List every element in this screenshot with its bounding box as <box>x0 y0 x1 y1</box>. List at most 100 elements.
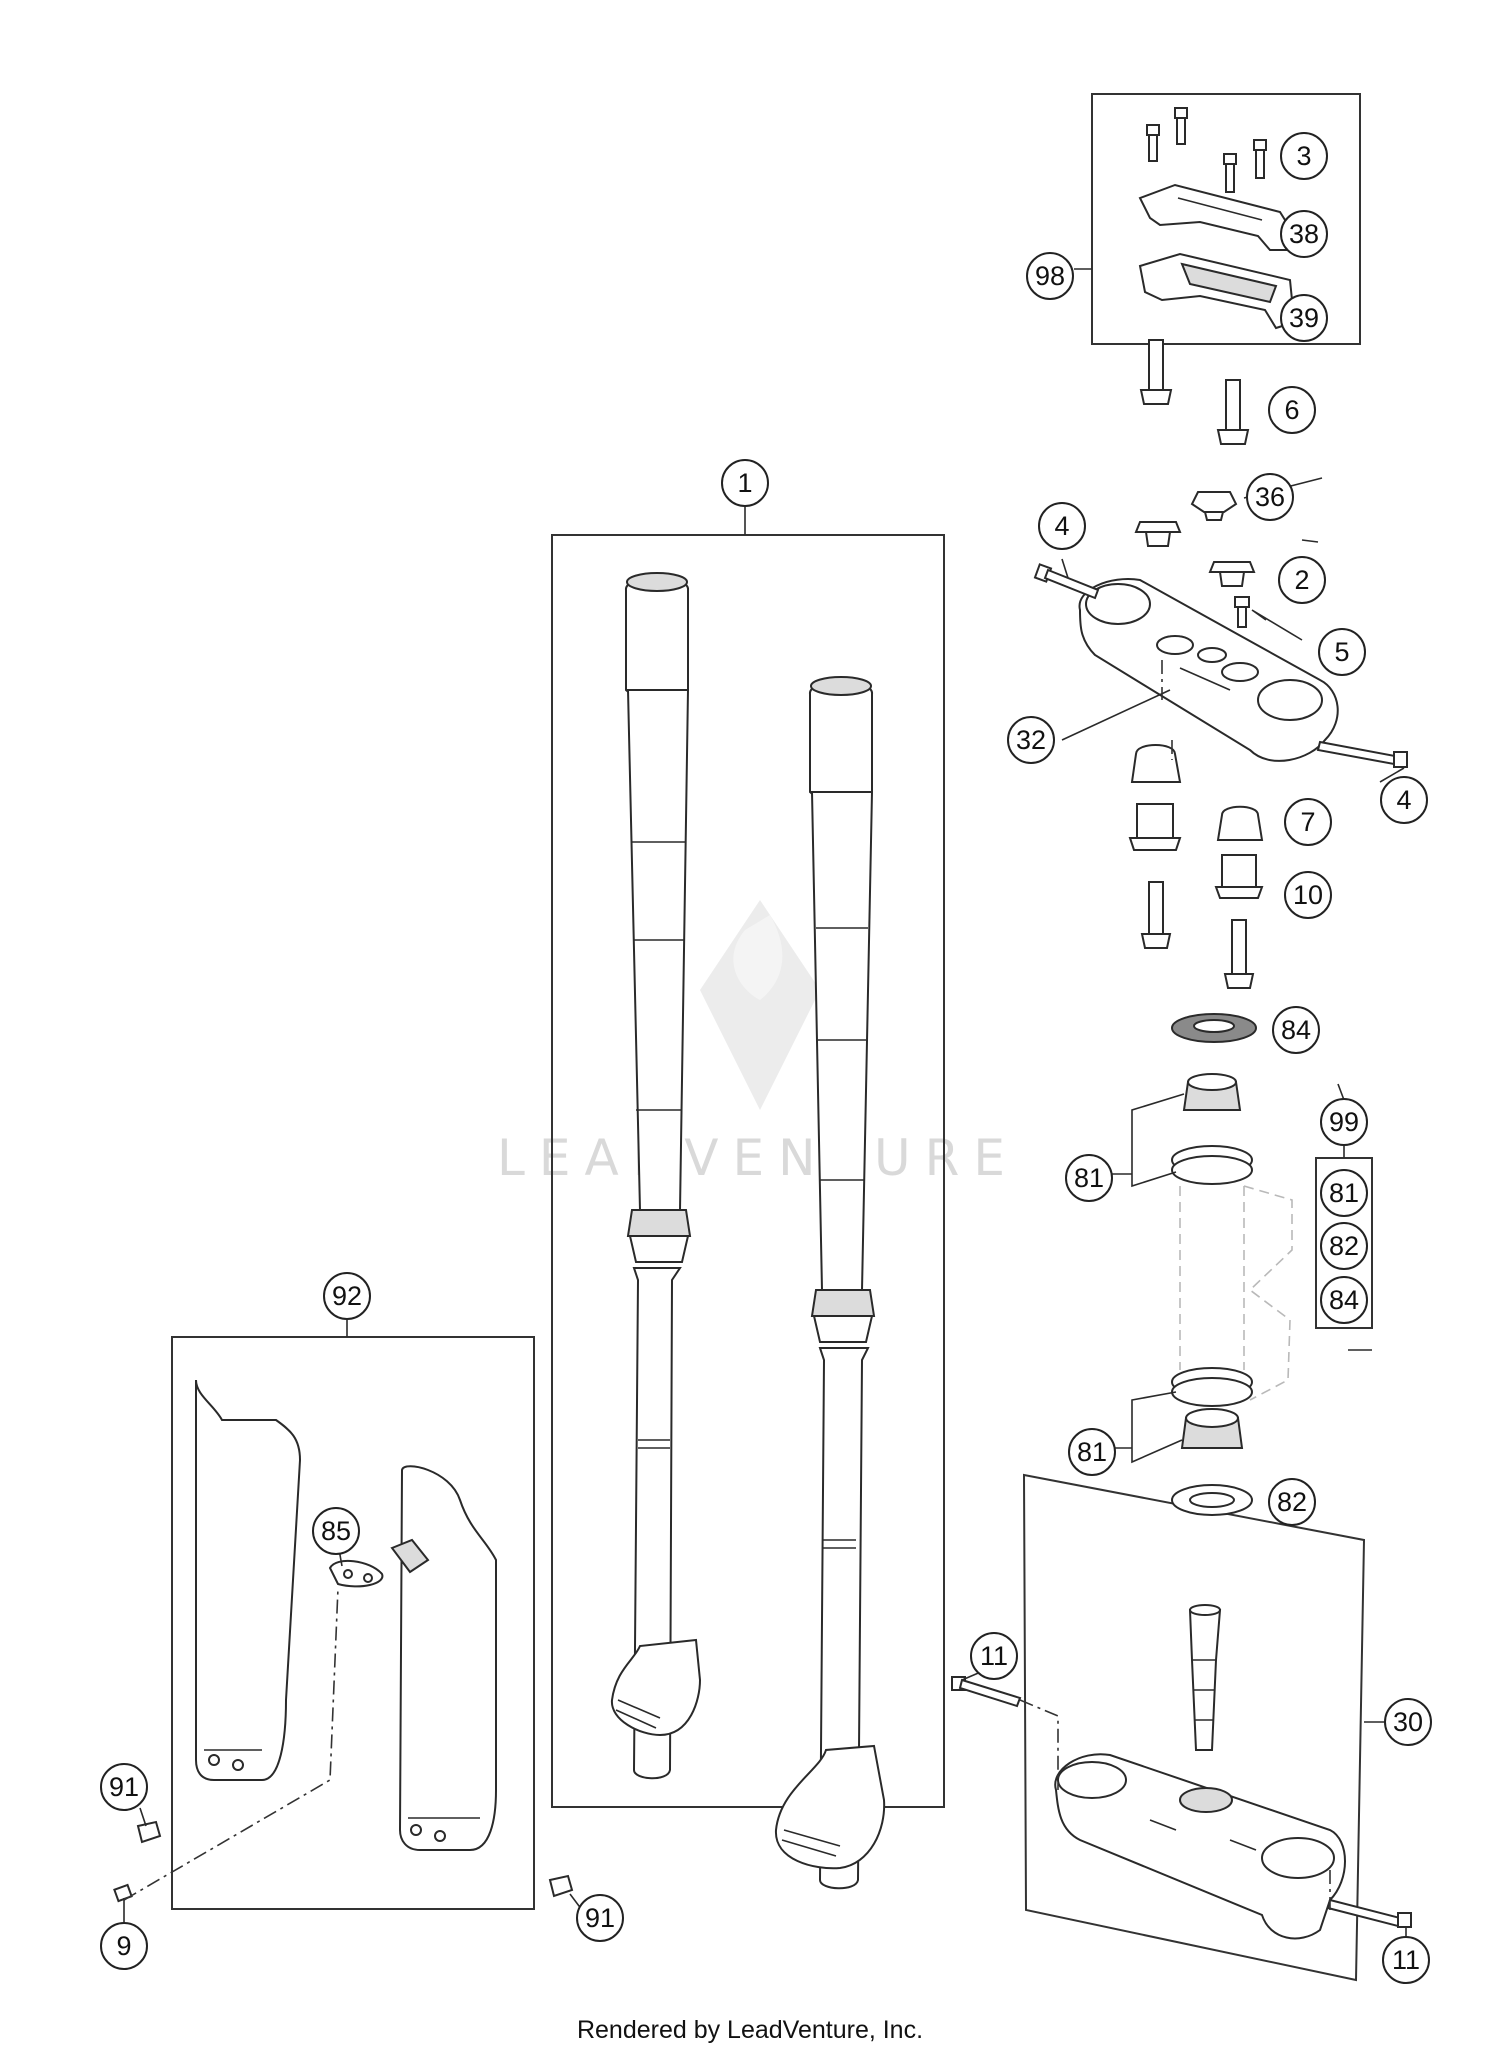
watermark-logo-icon <box>700 900 820 1110</box>
svg-text:1: 1 <box>737 468 752 498</box>
rubber-bushing-10 <box>1128 803 1264 899</box>
screw-5 <box>1234 596 1250 628</box>
callout-11-right[interactable]: 11 <box>1382 1936 1430 1984</box>
callout-2[interactable]: 2 <box>1278 556 1326 604</box>
washer-2a <box>1134 521 1182 547</box>
svg-text:32: 32 <box>1016 725 1046 755</box>
callout-11-left[interactable]: 11 <box>970 1632 1018 1680</box>
steering-head-ghost <box>1179 1185 1293 1401</box>
callout-9[interactable]: 9 <box>100 1922 148 1970</box>
kit-item-82[interactable]: 82 <box>1320 1222 1368 1270</box>
callout-99[interactable]: 99 <box>1320 1098 1368 1146</box>
callout-92[interactable]: 92 <box>323 1272 371 1320</box>
callout-38[interactable]: 38 <box>1280 210 1328 258</box>
washer-2b <box>1208 561 1256 587</box>
fork-guard-right <box>390 1465 497 1851</box>
svg-text:9: 9 <box>116 1931 131 1961</box>
svg-text:38: 38 <box>1289 219 1319 249</box>
callout-32[interactable]: 32 <box>1007 716 1055 764</box>
svg-text:81: 81 <box>1329 1178 1359 1208</box>
render-credit-footer: Rendered by LeadVenture, Inc. <box>576 2016 924 2044</box>
callout-1[interactable]: 1 <box>721 459 769 507</box>
svg-text:82: 82 <box>1329 1231 1359 1261</box>
callout-91-right[interactable]: 91 <box>576 1894 624 1942</box>
svg-text:92: 92 <box>332 1281 362 1311</box>
watermark-flame-icon <box>733 915 783 1000</box>
callout-81-upper[interactable]: 81 <box>1065 1154 1113 1202</box>
svg-text:84: 84 <box>1329 1285 1359 1315</box>
seal-ring-82 <box>1171 1484 1253 1516</box>
svg-text:6: 6 <box>1284 395 1299 425</box>
callout-30[interactable]: 30 <box>1384 1698 1432 1746</box>
svg-text:4: 4 <box>1054 511 1069 541</box>
callout-91-left[interactable]: 91 <box>100 1763 148 1811</box>
svg-text:30: 30 <box>1393 1707 1423 1737</box>
lower-triple-clamp-30 <box>1054 1604 1346 1940</box>
clamp-bolts-6 <box>1139 339 1250 445</box>
guard-screw-9 <box>113 1883 133 1903</box>
svg-text:85: 85 <box>321 1516 351 1546</box>
rubber-bushing-7 <box>1130 744 1264 841</box>
svg-text:36: 36 <box>1255 482 1285 512</box>
fork-guard-kit-box <box>171 1336 535 1910</box>
upper-triple-clamp-32 <box>1078 578 1339 762</box>
svg-text:91: 91 <box>585 1903 615 1933</box>
callout-39[interactable]: 39 <box>1280 294 1328 342</box>
svg-text:5: 5 <box>1334 637 1349 667</box>
callout-82[interactable]: 82 <box>1268 1478 1316 1526</box>
lower-handlebar-clamp-39 <box>1138 252 1297 330</box>
lower-bearing-81 <box>1171 1367 1253 1449</box>
watermark: LEADVENTURE <box>497 900 1019 1187</box>
callout-7[interactable]: 7 <box>1284 798 1332 846</box>
handlebar-bolts <box>1140 881 1255 989</box>
cable-clip-85 <box>328 1559 384 1588</box>
fork-leg-left <box>610 572 702 1780</box>
spacer-91a <box>136 1820 162 1844</box>
fork-guard-left <box>195 1379 302 1781</box>
dust-seal-84 <box>1171 1013 1257 1043</box>
fork-assembly-box <box>551 534 945 1808</box>
upper-handlebar-clamp-38 <box>1138 183 1292 251</box>
callout-3[interactable]: 3 <box>1280 132 1328 180</box>
watermark-text: LEADVENTURE <box>497 1129 1019 1187</box>
kit-item-84[interactable]: 84 <box>1320 1276 1368 1324</box>
triple-clamp-box <box>1022 1473 1366 1982</box>
svg-text:11: 11 <box>1392 1945 1420 1975</box>
svg-text:2: 2 <box>1294 565 1309 595</box>
callout-36[interactable]: 36 <box>1246 473 1294 521</box>
svg-text:91: 91 <box>109 1772 139 1802</box>
svg-text:81: 81 <box>1074 1163 1104 1193</box>
fork-leg-right <box>774 676 886 1890</box>
callout-4-right[interactable]: 4 <box>1380 776 1428 824</box>
pinch-bolt-11b <box>1326 1898 1412 1928</box>
callout-84[interactable]: 84 <box>1272 1006 1320 1054</box>
callout-6[interactable]: 6 <box>1268 386 1316 434</box>
svg-text:4: 4 <box>1396 785 1411 815</box>
svg-text:7: 7 <box>1300 807 1315 837</box>
callout-5[interactable]: 5 <box>1318 628 1366 676</box>
svg-text:82: 82 <box>1277 1487 1307 1517</box>
upper-bearing-81 <box>1171 1073 1253 1185</box>
callout-98[interactable]: 98 <box>1026 252 1074 300</box>
callout-81-lower[interactable]: 81 <box>1068 1428 1116 1476</box>
callout-85[interactable]: 85 <box>312 1507 360 1555</box>
steering-nut-36 <box>1190 491 1238 521</box>
callout-4-top[interactable]: 4 <box>1038 502 1086 550</box>
kit-item-81[interactable]: 81 <box>1320 1169 1368 1217</box>
svg-text:10: 10 <box>1293 880 1323 910</box>
svg-text:99: 99 <box>1329 1107 1359 1137</box>
pinch-bolt-11a <box>951 1676 1022 1708</box>
pinch-bolt-4b <box>1316 740 1408 768</box>
spacer-91b <box>548 1874 574 1898</box>
pinch-bolt-4a <box>1033 563 1100 600</box>
svg-text:98: 98 <box>1035 261 1065 291</box>
clamp-screws-3 <box>1146 107 1267 193</box>
top-clamp-kit-box <box>1091 93 1361 345</box>
svg-text:11: 11 <box>980 1641 1008 1671</box>
svg-text:3: 3 <box>1296 141 1311 171</box>
callout-10[interactable]: 10 <box>1284 871 1332 919</box>
svg-text:81: 81 <box>1077 1437 1107 1467</box>
svg-text:84: 84 <box>1281 1015 1311 1045</box>
